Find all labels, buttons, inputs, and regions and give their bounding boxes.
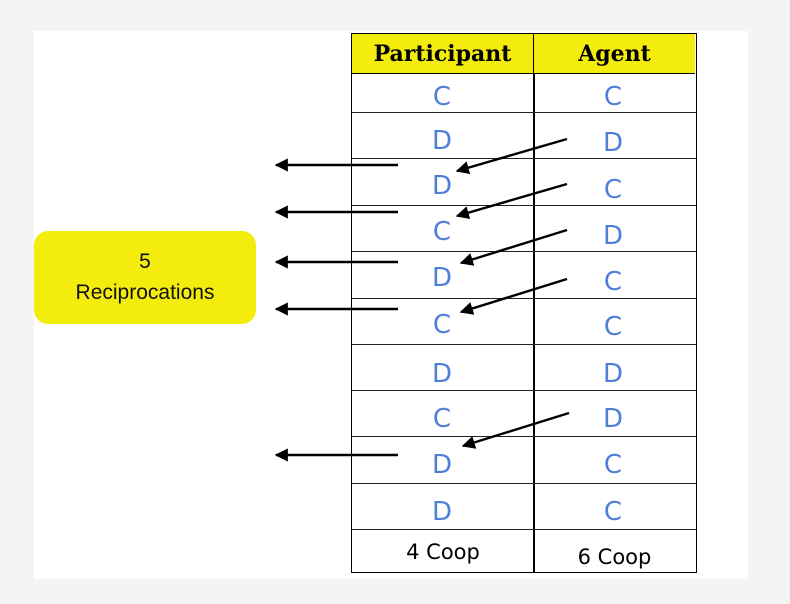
participant-header: Participant [352, 34, 534, 74]
reciprocation-arrow [461, 411, 570, 449]
participant-move: C [432, 216, 452, 247]
row-divider [352, 390, 696, 392]
agent-move: C [603, 174, 623, 205]
agent-move: C [603, 266, 623, 297]
row-divider [352, 205, 696, 207]
agent-move: C [603, 81, 623, 112]
participant-move: C [432, 403, 452, 434]
participant-move: D [431, 170, 453, 201]
agent-move: D [602, 220, 624, 251]
participant-move: D [431, 262, 453, 293]
participant-move: C [432, 81, 452, 112]
participant-move: D [431, 125, 453, 156]
reciprocations-count: 5 [139, 250, 151, 274]
row-divider [352, 298, 696, 300]
agent-move: C [603, 449, 623, 480]
agent-coop-total: 6 Coop [577, 545, 652, 569]
reciprocations-label: Reciprocations [75, 280, 215, 304]
agent-move: D [602, 127, 624, 158]
row-divider [352, 158, 696, 160]
row-divider [352, 436, 696, 438]
row-divider [352, 483, 696, 485]
participant-coop-total: 4 Coop [406, 540, 480, 564]
reciprocation-arrow [455, 137, 568, 175]
row-divider [352, 529, 696, 531]
participant-move: D [431, 358, 453, 389]
row-divider [352, 344, 696, 346]
reciprocation-arrow [459, 277, 568, 315]
agent-move: D [602, 358, 624, 389]
agent-move: C [603, 311, 623, 342]
reciprocations-callout: 5 Reciprocations [34, 231, 256, 324]
row-divider [352, 251, 696, 253]
participant-move: D [431, 496, 453, 527]
row-divider [352, 112, 696, 114]
column-divider [533, 74, 535, 572]
participant-move: D [431, 449, 453, 480]
agent-header: Agent [534, 34, 695, 74]
agent-move: C [603, 496, 623, 527]
reciprocation-arrow [455, 182, 568, 220]
reciprocation-arrow [459, 228, 568, 266]
cooperation-table: Participant Agent C C D D D C C D D C C … [351, 33, 697, 573]
participant-move: C [432, 309, 452, 340]
agent-move: D [602, 403, 624, 434]
